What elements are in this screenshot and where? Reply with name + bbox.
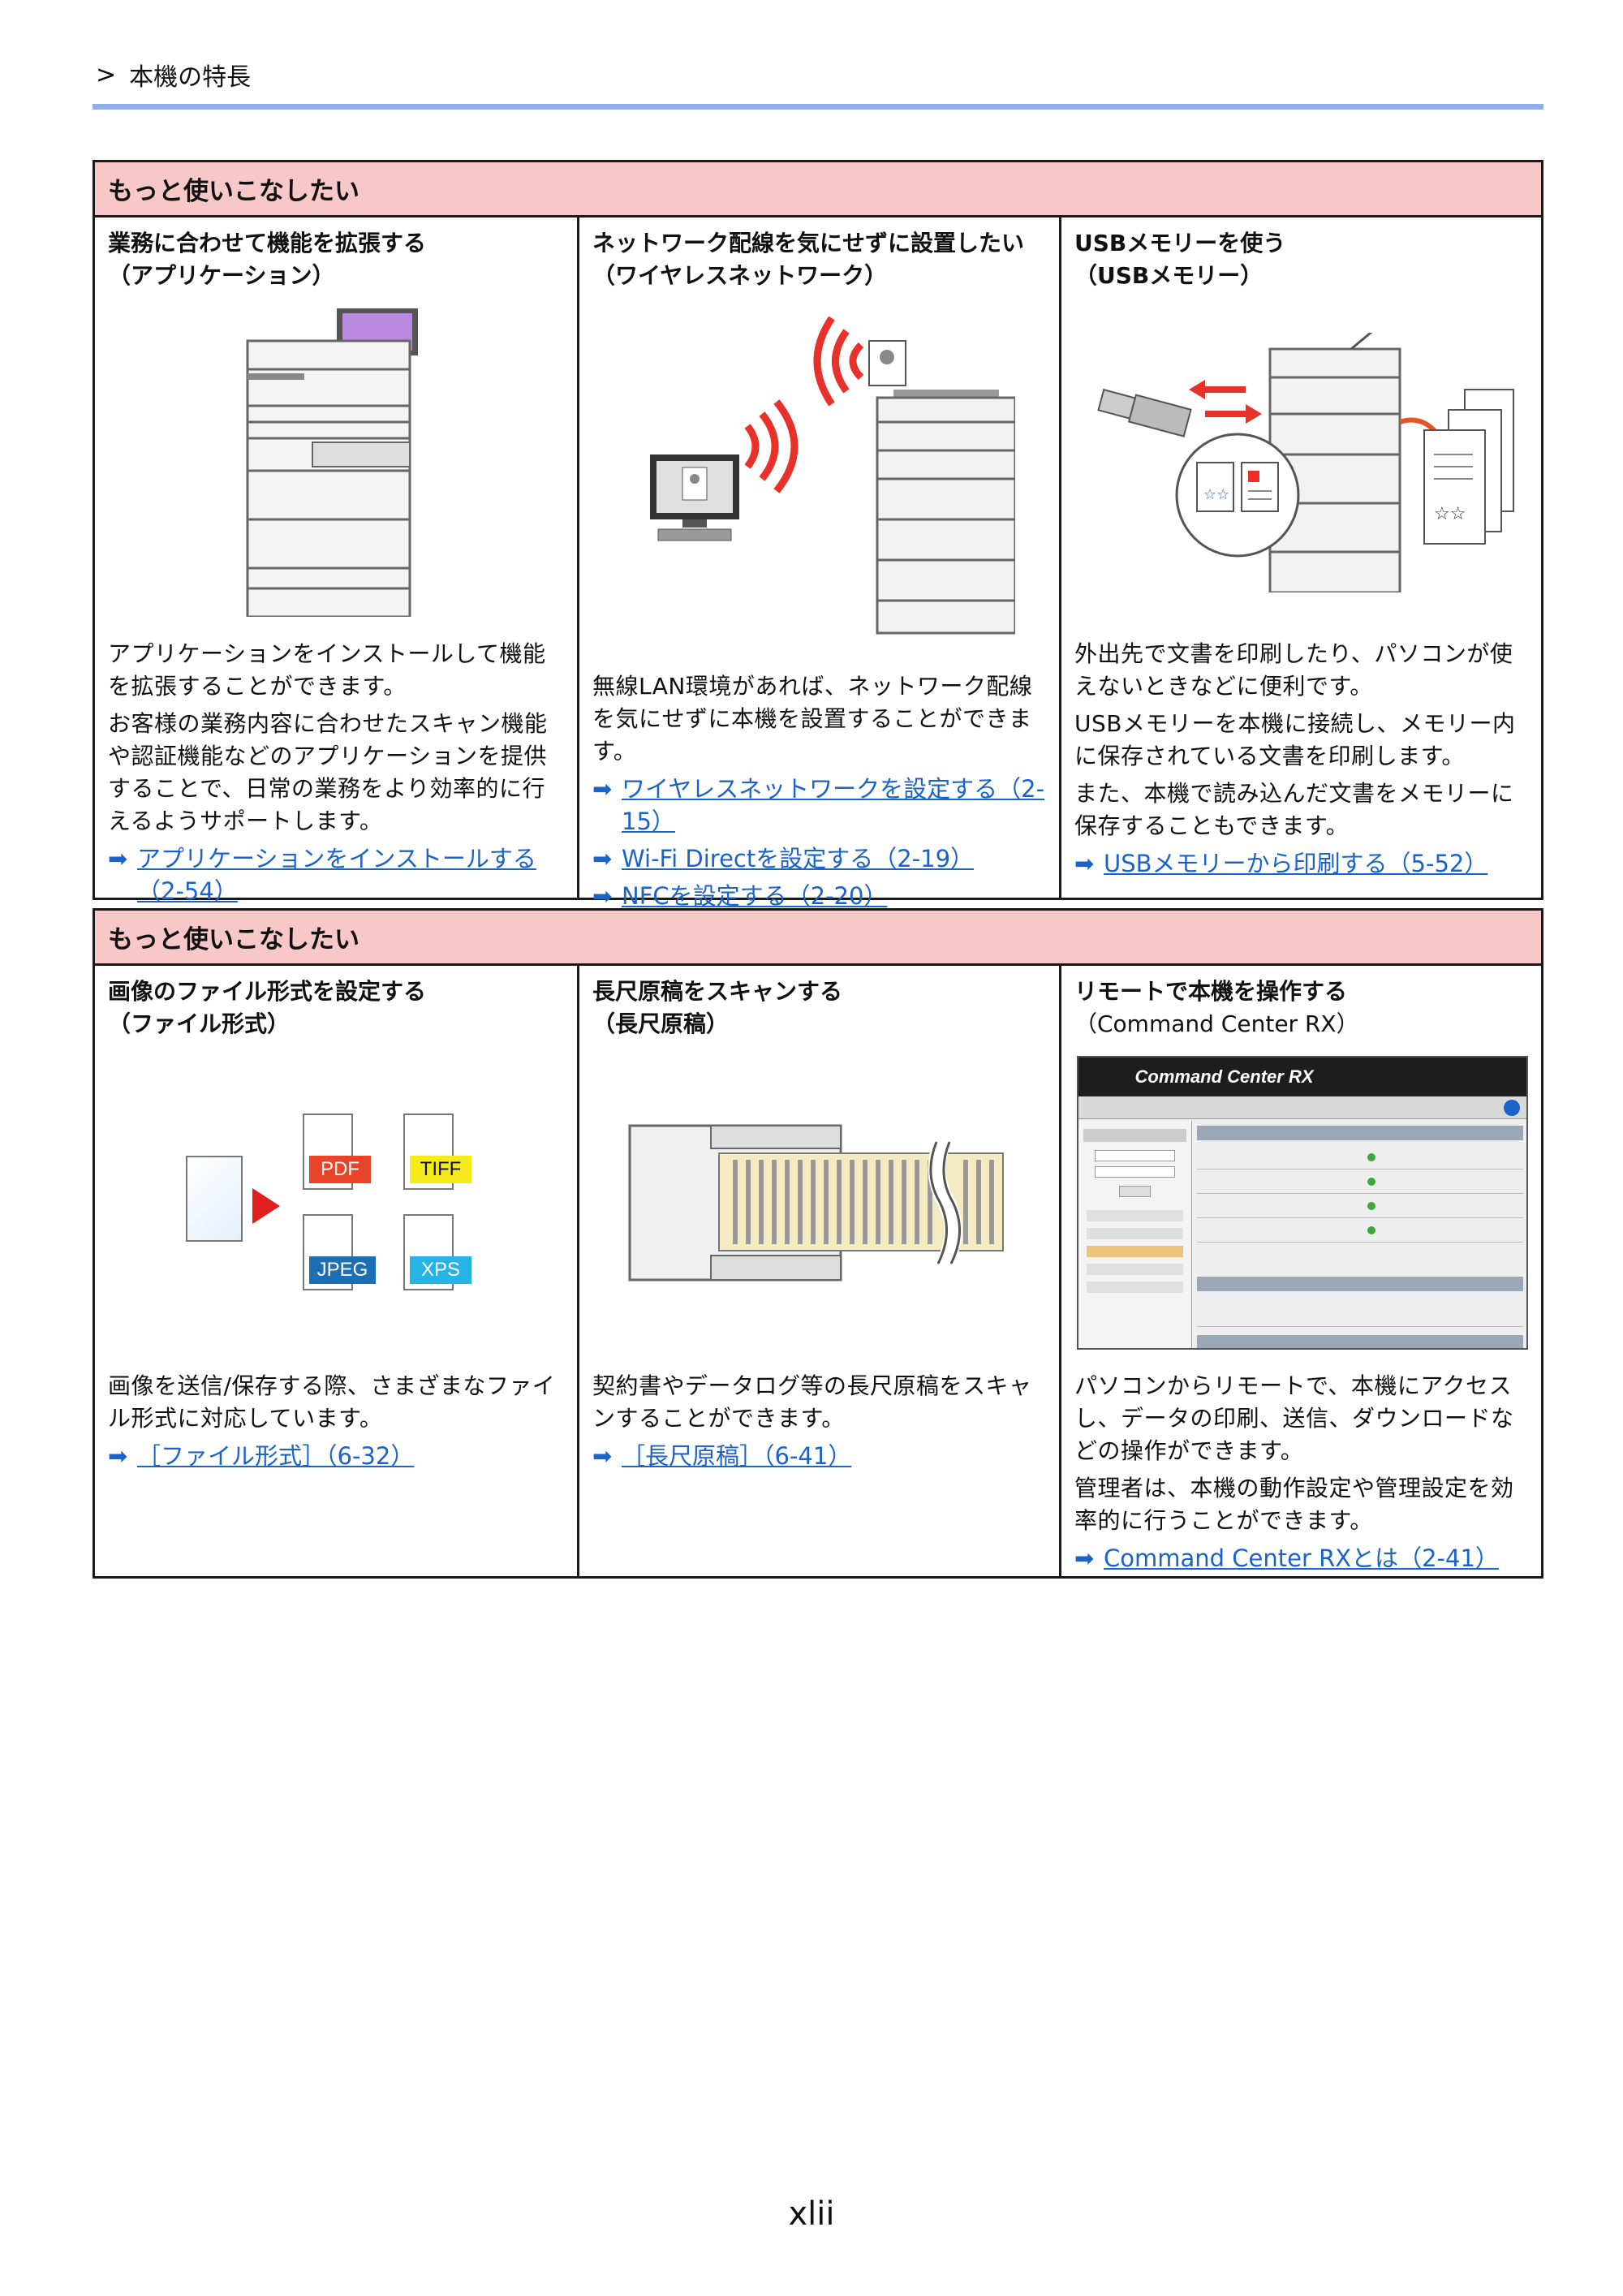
jpeg-file-icon: JPEG [303, 1214, 376, 1290]
feature-description: お客様の業務内容に合わせたスキャン機能や認証機能などのアプリケーションを提供する… [108, 710, 548, 834]
feature-subtitle: （アプリケーション） [108, 262, 335, 289]
feature-description: 外出先で文書を印刷したり、パソコンが使えないときなどに便利です。 [1074, 640, 1513, 700]
long-original-illustration [592, 1040, 1048, 1365]
arrow-right-icon: ➡ [592, 775, 613, 803]
source-document-icon [186, 1156, 243, 1242]
tiff-file-icon: TIFF [403, 1114, 471, 1190]
device-status-header [1196, 1126, 1523, 1140]
usb-memory-illustration: ☆☆ ☆☆ [1074, 292, 1530, 633]
section-heading: もっと使いこなしたい [95, 162, 1541, 218]
arrow-right-icon [252, 1188, 280, 1224]
arrow-right-icon: ➡ [108, 845, 128, 872]
file-format-illustration: PDF TIFF JPEG XPS [108, 1040, 566, 1365]
feature-description: USBメモリーを本機に接続し、メモリー内に保存されている文書を印刷します。 [1074, 710, 1516, 769]
feature-cell-command-center: リモートで本機を操作する （Command Center RX） Command… [1059, 966, 1541, 1576]
link-wireless-network[interactable]: ➡ ワイヤレスネットワークを設定する（2-15） [592, 773, 1048, 838]
breadcrumb-chevron: > [96, 60, 117, 89]
feature-title: 業務に合わせて機能を拡張する [108, 230, 427, 256]
feature-cell-file-format: 画像のファイル形式を設定する （ファイル形式） PDF TIFF JPEG XP… [95, 966, 577, 1576]
link-text[interactable]: ［ファイル形式］（6-32） [137, 1442, 415, 1470]
toolbar [1078, 1096, 1526, 1119]
link-text[interactable]: アプリケーションをインストールする（2-54） [137, 845, 536, 905]
xps-label: XPS [410, 1256, 471, 1284]
tiff-label: TIFF [410, 1156, 471, 1183]
link-file-format[interactable]: ➡ ［ファイル形式］（6-32） [108, 1440, 566, 1472]
app-header: Command Center RX [1078, 1058, 1526, 1096]
feature-description: 画像を送信/保存する際、さまざまなファイル形式に対応しています。 [108, 1372, 556, 1432]
feature-subtitle: （Command Center RX） [1074, 1010, 1359, 1037]
jpeg-label: JPEG [309, 1256, 376, 1284]
wireless-network-illustration [592, 292, 1048, 666]
link-long-original[interactable]: ➡ ［長尺原稿］（6-41） [592, 1440, 1048, 1472]
arrow-right-icon: ➡ [592, 845, 613, 872]
link-install-application[interactable]: ➡ アプリケーションをインストールする（2-54） [108, 842, 566, 907]
arrow-right-icon: ➡ [1074, 850, 1095, 877]
arrow-right-icon: ➡ [108, 1442, 128, 1470]
job-status-row [1196, 1294, 1523, 1327]
link-nfc[interactable]: ➡ NFCを設定する（2-20） [592, 880, 1048, 912]
link-text[interactable]: ［長尺原稿］（6-41） [622, 1442, 852, 1470]
link-text[interactable]: ワイヤレスネットワークを設定する（2-15） [622, 775, 1045, 835]
mfp-with-panel-illustration [108, 292, 566, 633]
feature-title: ネットワーク配線を気にせずに設置したい（ワイヤレスネットワーク） [592, 230, 1025, 289]
arrow-right-icon: ➡ [592, 1442, 613, 1470]
svg-text:☆☆: ☆☆ [1434, 504, 1466, 524]
section-header [1196, 1335, 1523, 1348]
link-text[interactable]: Command Center RXとは（2-41） [1104, 1544, 1499, 1572]
device-status-list [1196, 1145, 1523, 1267]
page-number: xlii [788, 2195, 835, 2233]
feature-description: 契約書やデータログ等の長尺原稿をスキャンすることができます。 [592, 1372, 1032, 1432]
arrow-right-icon: ➡ [592, 882, 613, 910]
feature-cell-application: 業務に合わせて機能を拡張する （アプリケーション） [95, 218, 577, 905]
feature-cell-wireless: ネットワーク配線を気にせずに設置したい（ワイヤレスネットワーク） [577, 218, 1059, 910]
feature-title: USBメモリーを使う [1074, 230, 1286, 256]
section-heading: もっと使いこなしたい [95, 911, 1541, 966]
feature-title: 長尺原稿をスキャンする [592, 978, 843, 1005]
feature-description: 無線LAN環境があれば、ネットワーク配線を気にせずに本機を設置することができます… [592, 673, 1033, 765]
pdf-file-icon: PDF [303, 1114, 371, 1190]
job-status-header [1196, 1277, 1523, 1291]
feature-description: 管理者は、本機の動作設定や管理設定を効率的に行うことができます。 [1074, 1475, 1514, 1534]
feature-subtitle: （長尺原稿） [592, 1010, 730, 1037]
feature-subtitle: （ファイル形式） [108, 1010, 291, 1037]
feature-cell-long-original: 長尺原稿をスキャンする （長尺原稿） [577, 966, 1059, 1576]
xps-file-icon: XPS [403, 1214, 471, 1290]
link-command-center[interactable]: ➡ Command Center RXとは（2-41） [1074, 1542, 1530, 1574]
refresh-icon [1503, 1100, 1520, 1116]
sidebar [1078, 1121, 1192, 1348]
link-wifi-direct[interactable]: ➡ Wi-Fi Directを設定する（2-19） [592, 842, 1048, 875]
breadcrumb-label[interactable]: 本機の特長 [129, 63, 252, 92]
link-text[interactable]: Wi-Fi Directを設定する（2-19） [622, 845, 975, 872]
feature-description: また、本機で読み込んだ文書をメモリーに保存することもできます。 [1074, 780, 1514, 839]
link-usb-print[interactable]: ➡ USBメモリーから印刷する（5-52） [1074, 847, 1530, 880]
feature-section-1: もっと使いこなしたい 業務に合わせて機能を拡張する （アプリケーション） [93, 160, 1543, 910]
feature-description: パソコンからリモートで、本機にアクセスし、データの印刷、送信、ダウンロードなどの… [1074, 1372, 1514, 1464]
link-text[interactable]: NFCを設定する（2-20） [622, 882, 888, 910]
feature-section-2: もっと使いこなしたい 画像のファイル形式を設定する （ファイル形式） PDF T… [93, 908, 1543, 1579]
command-center-screenshot: Command Center RX [1074, 1040, 1530, 1365]
feature-description: アプリケーションをインストールして機能を拡張することができます。 [108, 640, 546, 700]
header-rule [93, 104, 1543, 110]
feature-cell-usb: USBメモリーを使う （USBメモリー） [1059, 218, 1541, 898]
arrow-right-icon: ➡ [1074, 1544, 1095, 1572]
svg-text:☆☆: ☆☆ [1203, 486, 1229, 503]
browser-window: Command Center RX [1076, 1056, 1528, 1350]
feature-title: 画像のファイル形式を設定する [108, 978, 427, 1005]
feature-subtitle: （USBメモリー） [1074, 262, 1264, 289]
breadcrumb: > 本機の特長 [96, 57, 251, 93]
pdf-label: PDF [309, 1156, 371, 1183]
link-text[interactable]: USBメモリーから印刷する（5-52） [1104, 850, 1488, 877]
feature-title: リモートで本機を操作する [1074, 978, 1348, 1005]
